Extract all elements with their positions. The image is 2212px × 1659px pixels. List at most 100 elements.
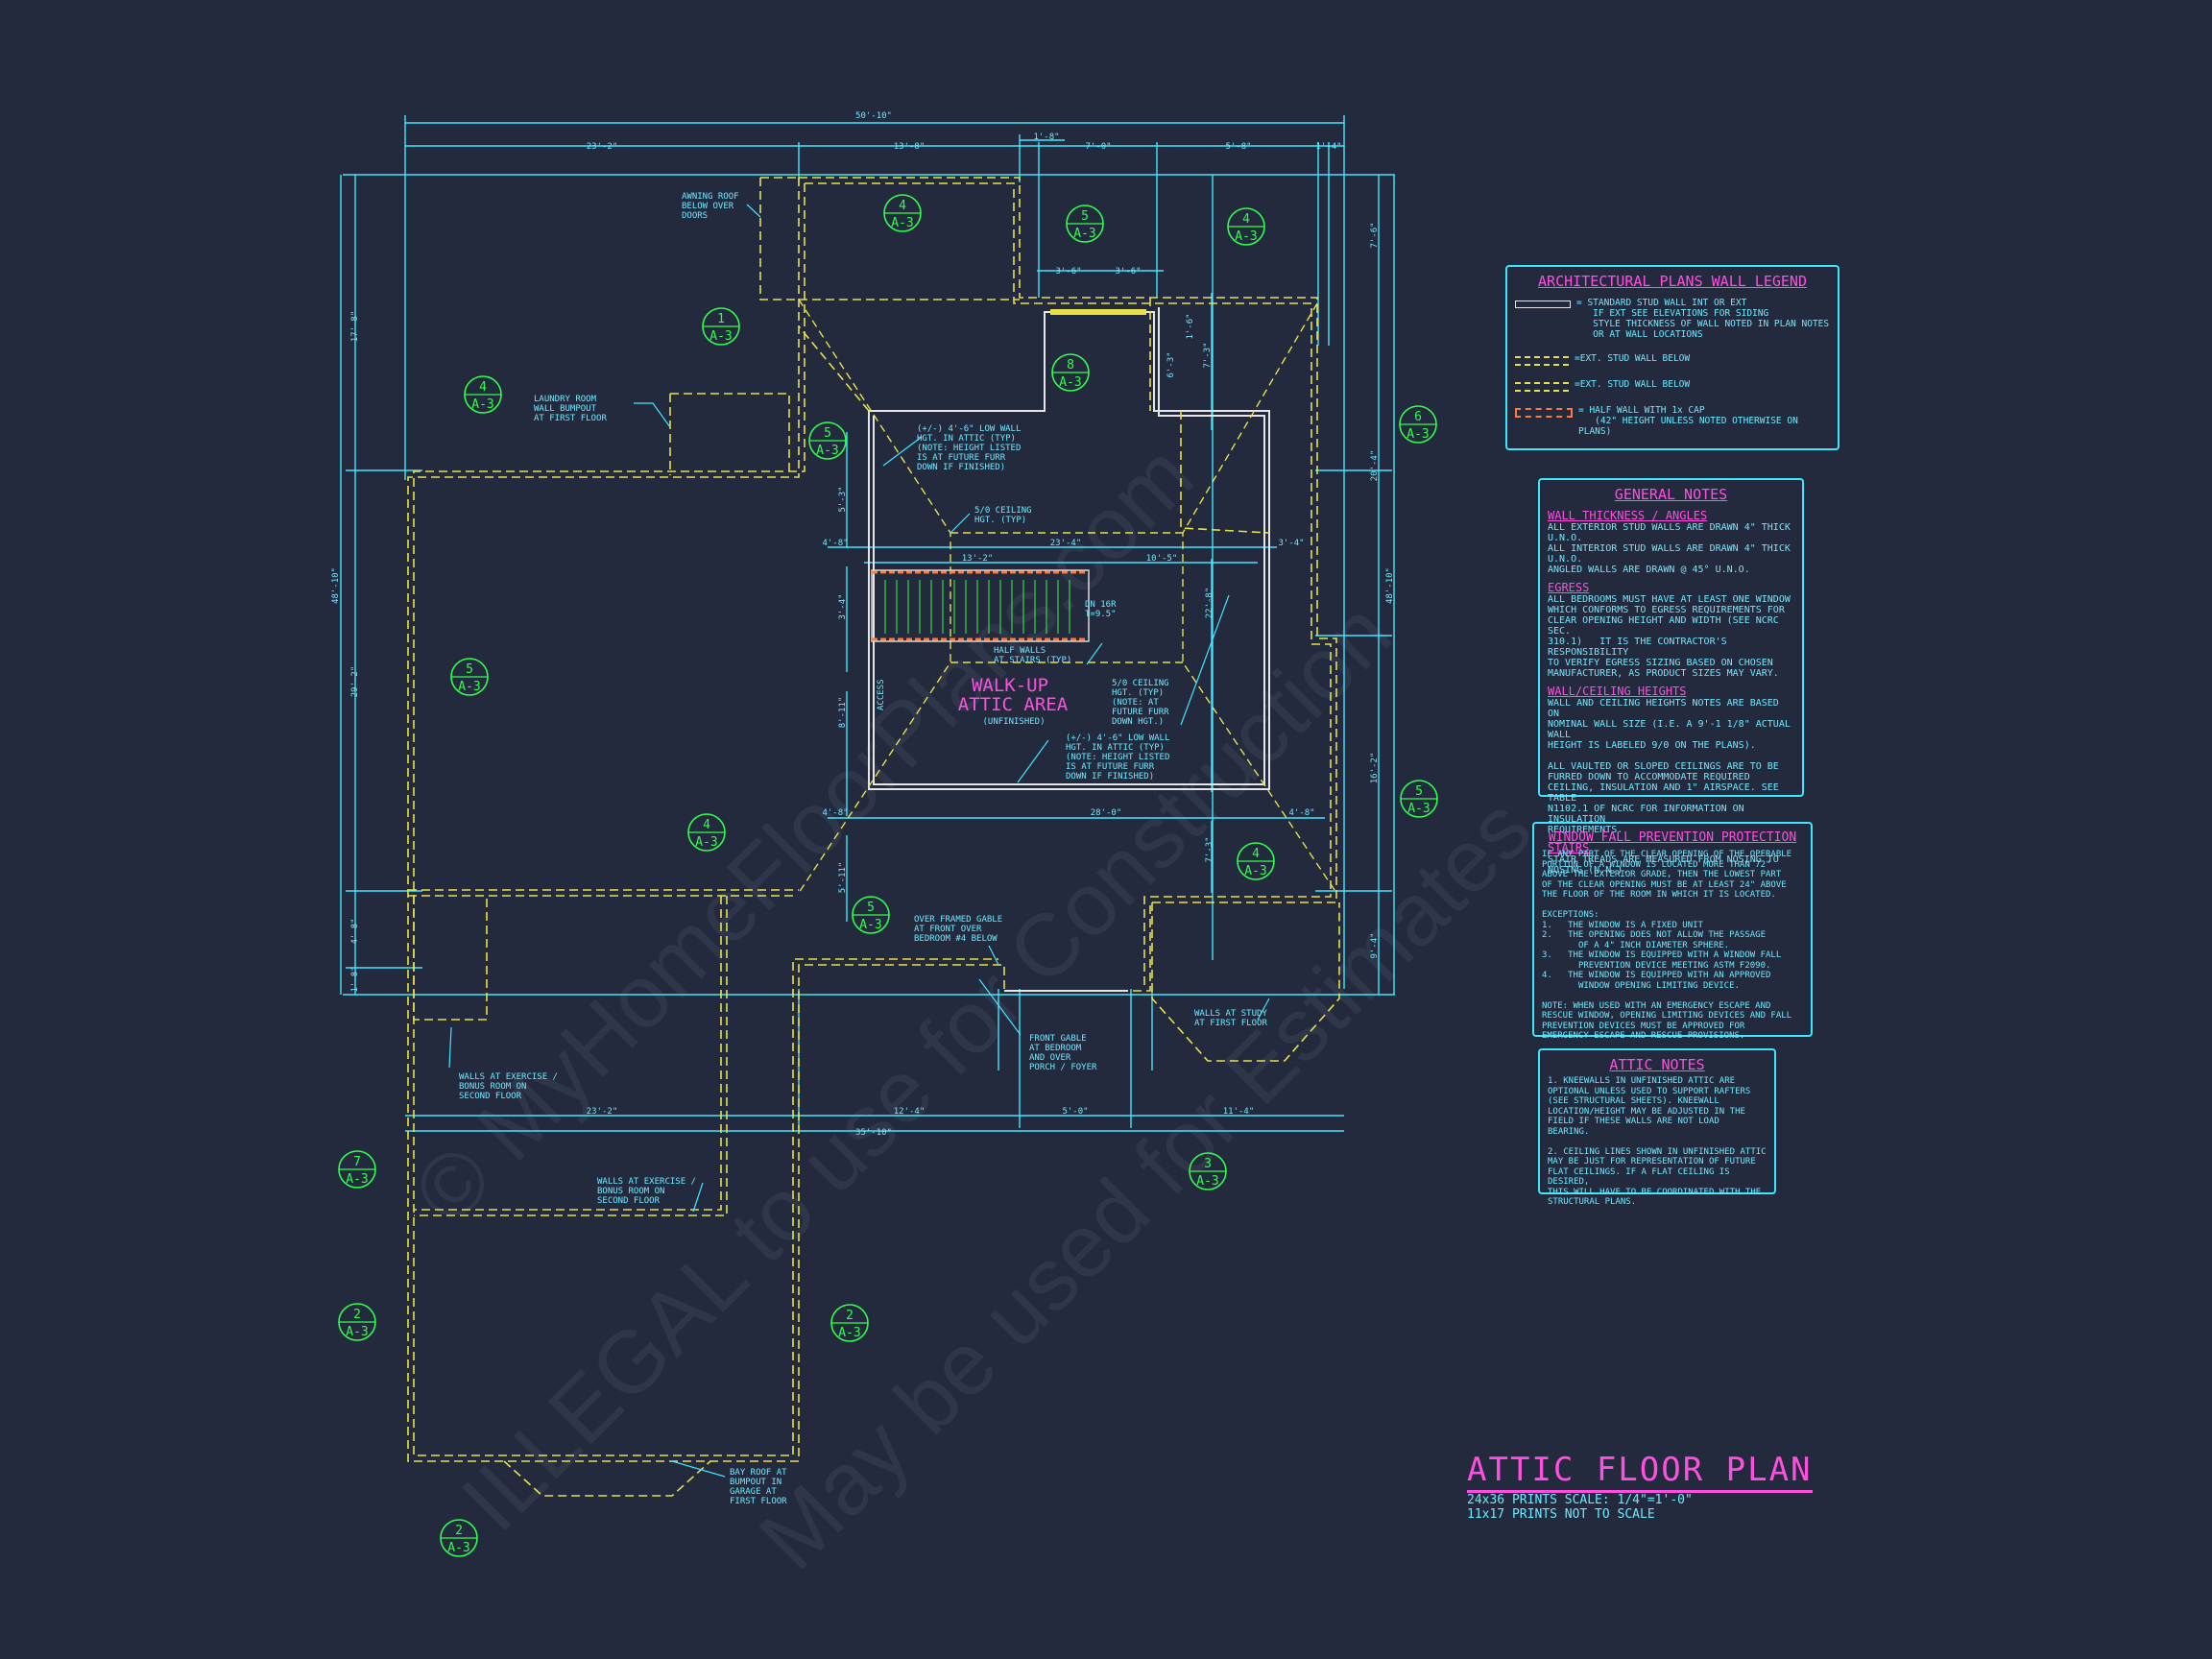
dim-int-q: 5'-11": [838, 862, 848, 894]
section-callout-bubble: 5A-3: [450, 658, 489, 696]
section-callout-bubble: 4A-3: [687, 813, 726, 852]
sheet-number: A-3: [816, 444, 838, 458]
dim-right-c: 48'-10": [1385, 567, 1395, 604]
dim-top-b: 13'-8": [894, 142, 926, 152]
dim-right-a: 7'-6": [1370, 222, 1380, 248]
dim-int-a: 1'-6": [1186, 313, 1195, 339]
note-access: ACCESS: [877, 679, 886, 710]
wall-legend-panel: ARCHITECTURAL PLANS WALL LEGEND = STANDA…: [1505, 265, 1839, 450]
dim-int-n: 28'-0": [1091, 808, 1122, 818]
dim-top-d: 7'-0": [1085, 142, 1111, 152]
dimension-lines: [340, 115, 1395, 1132]
section-callout-bubble: 4A-3: [1237, 842, 1275, 880]
wall-legend-title: ARCHITECTURAL PLANS WALL LEGEND: [1538, 273, 1807, 290]
section-callout-bubble: 4A-3: [1227, 207, 1265, 246]
general-notes-title: GENERAL NOTES: [1614, 486, 1728, 503]
window-fall-title: WINDOW FALL PREVENTION PROTECTION: [1548, 830, 1797, 845]
sheet-number: A-3: [1196, 1174, 1218, 1189]
dim-bottom-d: 11'-4": [1223, 1107, 1255, 1117]
dim-bottom-b: 12'-4": [894, 1107, 926, 1117]
watermark: © MyHomeFloorPlans.com ILLEGAL to use fo…: [396, 426, 1550, 1588]
section-number: 5: [466, 662, 473, 677]
dim-dormer-a: 3'-6": [1055, 267, 1081, 276]
section-number: 8: [1067, 358, 1074, 373]
sheet-number: A-3: [458, 680, 480, 694]
dim-int-b: 6'-3": [1166, 351, 1176, 377]
section-callout-bubble: 2A-3: [830, 1304, 869, 1342]
general-text-egress: ALL BEDROOMS MUST HAVE AT LEAST ONE WIND…: [1548, 594, 1791, 679]
sheet-number: A-3: [1059, 375, 1081, 390]
sheet-number: A-3: [1073, 227, 1095, 241]
section-number: 2: [846, 1309, 854, 1323]
print-scale-note: 11x17 PRINTS NOT TO SCALE: [1467, 1507, 1655, 1522]
section-callout-bubble: 1A-3: [702, 307, 740, 346]
section-callout-bubble: 3A-3: [1189, 1152, 1227, 1190]
print-scale-line: 24x36 PRINTS SCALE: 1/4"=1'-0": [1467, 1493, 1693, 1507]
dim-dormer-b: 3'-6": [1115, 267, 1141, 276]
legend-swatch-half: [1515, 408, 1573, 418]
sheet-number: A-3: [891, 216, 913, 230]
dim-bottom-a: 23'-2": [587, 1107, 618, 1117]
window-fall-panel: WINDOW FALL PREVENTION PROTECTION IF ANY…: [1532, 822, 1813, 1041]
section-callout-bubble: 2A-3: [440, 1519, 478, 1557]
section-number: 7: [353, 1155, 361, 1169]
section-callout-bubble: 4A-3: [464, 375, 502, 414]
section-callout-bubble: 4A-3: [883, 194, 922, 232]
window-fall-text: IF ANY PART OF THE CLEAR OPENING OF THE …: [1542, 850, 1792, 1041]
dim-right-b: 20'-4": [1370, 450, 1380, 482]
section-number: 5: [1415, 784, 1423, 799]
sheet-number: A-3: [695, 835, 717, 850]
sheet-number: A-3: [447, 1541, 469, 1555]
dim-int-p: 7'-3": [1205, 836, 1214, 862]
dim-top-e: 5'-8": [1225, 142, 1251, 152]
dim-int-d: 5'-3": [838, 486, 848, 512]
general-heading-stairs: STAIRS: [1548, 841, 1590, 854]
dim-int-h: 13'-2": [962, 554, 994, 564]
general-heading-wall: WALL THICKNESS / ANGLES: [1548, 509, 1708, 522]
general-heading-heights: WALL/CEILING HEIGHTS: [1548, 685, 1687, 698]
legend-row-ext-1: =EXT. STUD WALL BELOW: [1515, 353, 1830, 366]
sheet-number: A-3: [1407, 802, 1430, 816]
gable-lines: [798, 299, 1337, 894]
attic-notes-title: ATTIC NOTES: [1609, 1056, 1705, 1073]
dim-int-l: 8'-11": [838, 697, 848, 729]
sheet-number: A-3: [471, 397, 493, 412]
dim-left-a: 17'-8": [350, 311, 360, 343]
section-callout-bubble: 5A-3: [808, 421, 847, 460]
section-number: 1: [717, 312, 725, 326]
legend-swatch-standard: [1515, 301, 1571, 308]
legend-text-half: = HALF WALL WITH 1x CAP (42" HEIGHT UNLE…: [1578, 405, 1798, 437]
solid-walls: [868, 307, 1270, 992]
dim-top-a: 23'-2": [587, 142, 618, 152]
legend-text-ext-2: =EXT. STUD WALL BELOW: [1575, 379, 1691, 390]
dim-int-c: 7'-3": [1203, 342, 1213, 368]
section-number: 4: [479, 380, 487, 395]
dormer-window: [1050, 309, 1146, 315]
section-number: 5: [824, 426, 831, 441]
dim-overall-top: 50'-10": [855, 111, 892, 121]
dim-int-k: 22'-8": [1205, 588, 1214, 619]
general-heading-egress: EGRESS: [1548, 581, 1590, 594]
sheet-number: A-3: [709, 329, 732, 344]
dim-int-i: 10'-5": [1146, 554, 1178, 564]
sheet-number: A-3: [1235, 229, 1257, 244]
legend-swatch-ext-2: [1515, 382, 1569, 392]
drawing-title-block: ATTIC FLOOR PLAN 24x36 PRINTS SCALE: 1/4…: [1467, 1452, 1813, 1522]
section-number: 4: [703, 818, 710, 832]
section-callout-bubble: 5A-3: [1400, 780, 1438, 818]
section-callout-bubble: 6A-3: [1399, 405, 1437, 444]
sheet-number: A-3: [859, 918, 881, 932]
dimension-text: 50'-10" 23'-2" 13'-8" 1'-8" 7'-0" 5'-8" …: [331, 111, 1395, 1138]
general-text-stairs: STAIR TREADS ARE MEASURED FROM NOSING TO…: [1548, 854, 1779, 876]
